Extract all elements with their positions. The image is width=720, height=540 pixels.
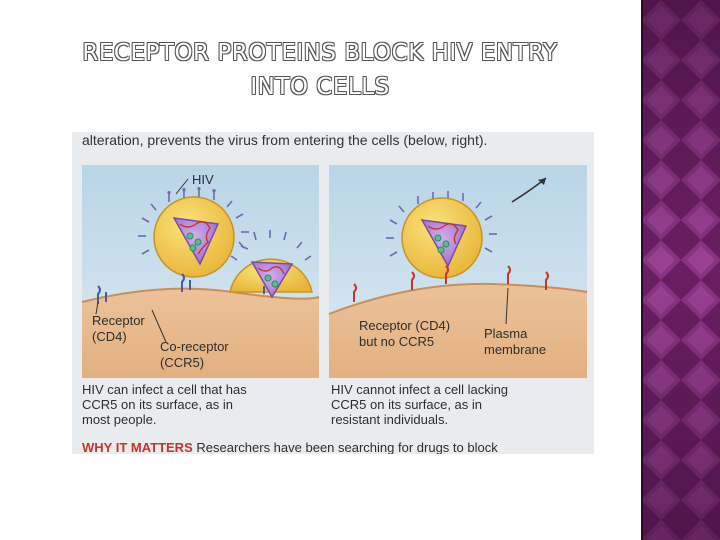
receptor-cd4-label: Receptor (CD4) <box>92 313 145 345</box>
right-receptor-label: Receptor (CD4) but no CCR5 <box>359 318 450 350</box>
left-panel-caption-line-2: CCR5 on its surface, as in <box>82 397 234 412</box>
coreceptor-ccr5-label: Co-receptor (CCR5) <box>160 339 229 371</box>
right-virus <box>386 191 497 279</box>
slide-title-line-1: RECEPTOR PROTEINS BLOCK HIV ENTRY <box>82 40 558 66</box>
coreceptor-ccr5-label-line-1: Co-receptor <box>160 339 229 354</box>
left-panel-caption-line-3: most people. <box>82 412 157 427</box>
arrow-head-icon <box>538 178 546 185</box>
right-receptors <box>353 265 549 302</box>
right-panel-caption-line-2: CCR5 on its surface, as in <box>331 397 483 412</box>
slide-title-line-2: INTO CELLS <box>250 74 390 100</box>
left-cell-surface <box>82 288 319 378</box>
right-panel-caption-line-3: resistant individuals. <box>331 412 449 427</box>
right-panel-caption-line-1: HIV cannot infect a cell lacking <box>331 382 509 397</box>
why-it-matters-text: Researchers have been searching for drug… <box>196 440 498 454</box>
plasma-membrane-label-line-2: membrane <box>484 342 547 357</box>
diamond-pattern <box>641 0 720 540</box>
left-virus-2 <box>229 230 313 299</box>
slide-title: RECEPTOR PROTEINS BLOCK HIV ENTRY INTO C… <box>40 36 600 104</box>
figure-artwork <box>81 165 588 378</box>
receptor-cd4-label-line-2: (CD4) <box>92 329 127 344</box>
right-panel-caption: HIV cannot infect a cell lacking CCR5 on… <box>331 382 508 427</box>
plasma-membrane-label: Plasma membrane <box>484 326 546 358</box>
top-caption: alteration, prevents the virus from ente… <box>82 132 488 148</box>
right-receptor-label-line-1: Receptor (CD4) <box>359 318 451 333</box>
decorative-side-band <box>641 0 720 540</box>
right-cell-surface <box>329 283 587 378</box>
left-panel-caption: HIV can infect a cell that has CCR5 on i… <box>82 382 247 427</box>
left-virus-1 <box>138 186 249 278</box>
why-it-matters-line: WHY IT MATTERS Researchers have been sea… <box>82 440 498 454</box>
plasma-membrane-label-line-1: Plasma <box>484 326 528 341</box>
left-receptors <box>97 273 265 304</box>
receptor-cd4-label-line-1: Receptor <box>92 313 145 328</box>
coreceptor-ccr5-label-line-2: (CCR5) <box>160 355 205 370</box>
why-it-matters-heading: WHY IT MATTERS <box>82 440 193 454</box>
left-panel-caption-line-1: HIV can infect a cell that has <box>82 382 247 397</box>
right-receptor-label-line-2: but no CCR5 <box>359 334 435 349</box>
leader-lines <box>95 178 509 343</box>
hiv-label: HIV <box>192 172 214 187</box>
hiv-entry-figure: alteration, prevents the virus from ente… <box>72 132 594 454</box>
